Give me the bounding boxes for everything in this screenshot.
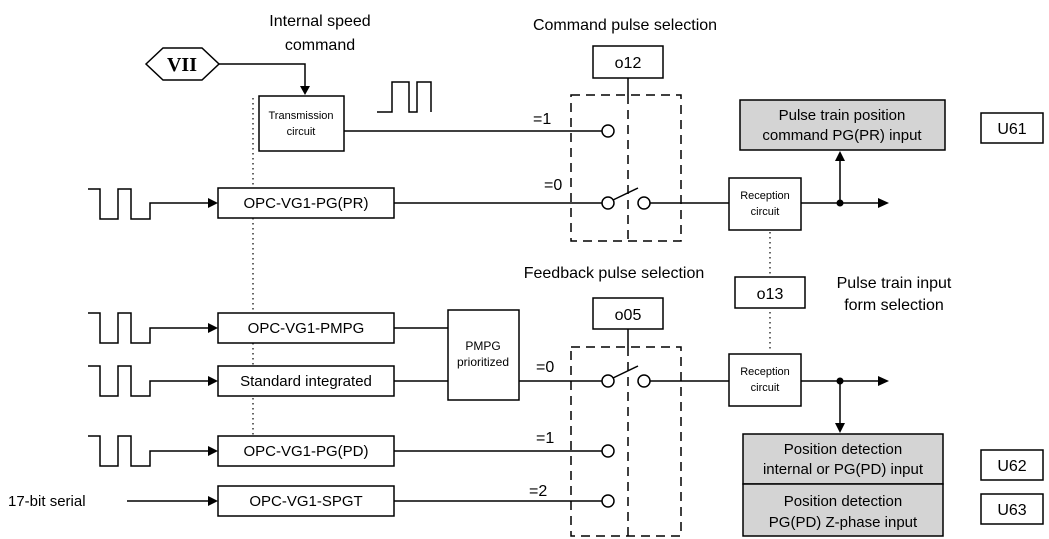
param-o13: o13 — [757, 286, 784, 303]
pulse-train-position-monitor — [739, 99, 946, 151]
reception-1-out-arrow — [878, 198, 889, 208]
pulse-train-position-label: Pulse train position — [779, 107, 906, 124]
fb-contact-common — [637, 374, 651, 388]
param-u63: U63 — [997, 502, 1026, 519]
opc-pg-pr-label: OPC-VG1-PG(PR) — [243, 195, 368, 212]
param-o12: o12 — [615, 55, 642, 72]
cmd-contact-0 — [601, 196, 615, 210]
standard-input-waveform — [88, 365, 210, 397]
reception-circuit-1-block — [728, 177, 802, 231]
standard-integrated-label: Standard integrated — [240, 373, 372, 390]
vii-symbol-text: VII — [167, 54, 197, 76]
param-o12-box — [592, 45, 664, 79]
fb-contact-1 — [601, 444, 615, 458]
pmpg-input-waveform — [88, 312, 210, 344]
param-o05-box — [592, 297, 664, 330]
serial-17bit-label: 17-bit serial — [8, 493, 86, 510]
standard-arrow — [208, 376, 218, 386]
position-detection-internal-label-2: internal or PG(PD) input — [763, 461, 924, 478]
opc-pg-pd-label: OPC-VG1-PG(PD) — [243, 443, 368, 460]
fb-contact-2 — [601, 494, 615, 508]
position-detection-z-label: Position detection — [784, 493, 902, 510]
u61-tap-arrow — [835, 151, 845, 161]
standard-integrated-block — [217, 365, 395, 397]
reception-circuit-2-label-2: circuit — [751, 382, 780, 394]
internal-speed-label-2: command — [285, 37, 355, 54]
position-detection-z-label-2: PG(PD) Z-phase input — [769, 514, 918, 531]
param-u61-box — [980, 112, 1044, 144]
feedback-pulse-switch-frame — [570, 346, 682, 537]
pmpg-arrow — [208, 323, 218, 333]
pgpd-input-waveform — [88, 435, 210, 467]
opc-pmpg-label: OPC-VG1-PMPG — [248, 320, 365, 337]
cmd-switch-blade — [612, 187, 639, 201]
position-detection-internal-label: Position detection — [784, 441, 902, 458]
fb-switch-blade — [612, 365, 639, 379]
pmpg-prioritized-label: PMPG — [465, 339, 500, 353]
transmission-circuit-label-2: circuit — [287, 126, 316, 138]
pmpg-prioritized-block — [447, 309, 520, 401]
command-pulse-selection-label: Command pulse selection — [533, 17, 717, 34]
fb-pos-0-label: =0 — [536, 359, 554, 376]
opc-pg-pd-block — [217, 435, 395, 467]
pmpg-prioritized-label-2: prioritized — [457, 355, 509, 369]
internal-speed-arrow — [300, 86, 310, 95]
transmission-circuit-label: Transmission — [269, 110, 334, 122]
param-u61: U61 — [997, 121, 1026, 138]
vii-terminal-symbol: VII — [144, 47, 221, 81]
command-pulse-switch-frame — [570, 94, 682, 242]
reception-circuit-1-label-2: circuit — [751, 206, 780, 218]
pgpr-input-waveform — [88, 188, 210, 220]
cmd-pos-1-label: =1 — [533, 111, 551, 128]
fb-pos-1-label: =1 — [536, 430, 554, 447]
pulse-train-form-label-2: form selection — [844, 297, 944, 314]
internal-speed-line — [219, 63, 306, 88]
pgpd-arrow — [208, 446, 218, 456]
feedback-pulse-selection-label: Feedback pulse selection — [524, 265, 705, 282]
reception-circuit-2-block — [728, 353, 802, 407]
serial-arrow — [208, 496, 218, 506]
position-detection-z-monitor — [742, 483, 944, 537]
param-u63-box — [980, 493, 1044, 525]
reception-2-out-arrow — [878, 376, 889, 386]
param-o05: o05 — [615, 307, 642, 324]
opc-spgt-label: OPC-VG1-SPGT — [249, 493, 362, 510]
transmission-circuit-block — [258, 95, 345, 152]
fb-pos-2-label: =2 — [529, 483, 547, 500]
position-detection-internal-monitor — [742, 433, 944, 485]
fb-contact-0 — [601, 374, 615, 388]
pulse-train-position-label-2: command PG(PR) input — [762, 127, 922, 144]
u62-tap-arrow — [835, 423, 845, 433]
cmd-pos-0-label: =0 — [544, 177, 562, 194]
param-o13-box — [734, 276, 806, 309]
opc-spgt-block — [217, 485, 395, 517]
pulse-train-form-label: Pulse train input — [837, 275, 952, 292]
param-u62-box — [980, 449, 1044, 481]
param-u62: U62 — [997, 458, 1026, 475]
reception-circuit-2-label: Reception — [740, 366, 790, 378]
pgpr-arrow — [208, 198, 218, 208]
cmd-contact-1 — [601, 124, 615, 138]
reception-circuit-1-label: Reception — [740, 190, 790, 202]
internal-speed-label: Internal speed — [269, 13, 370, 30]
cmd-contact-common — [637, 196, 651, 210]
transmission-pulse-waveform — [377, 81, 432, 113]
